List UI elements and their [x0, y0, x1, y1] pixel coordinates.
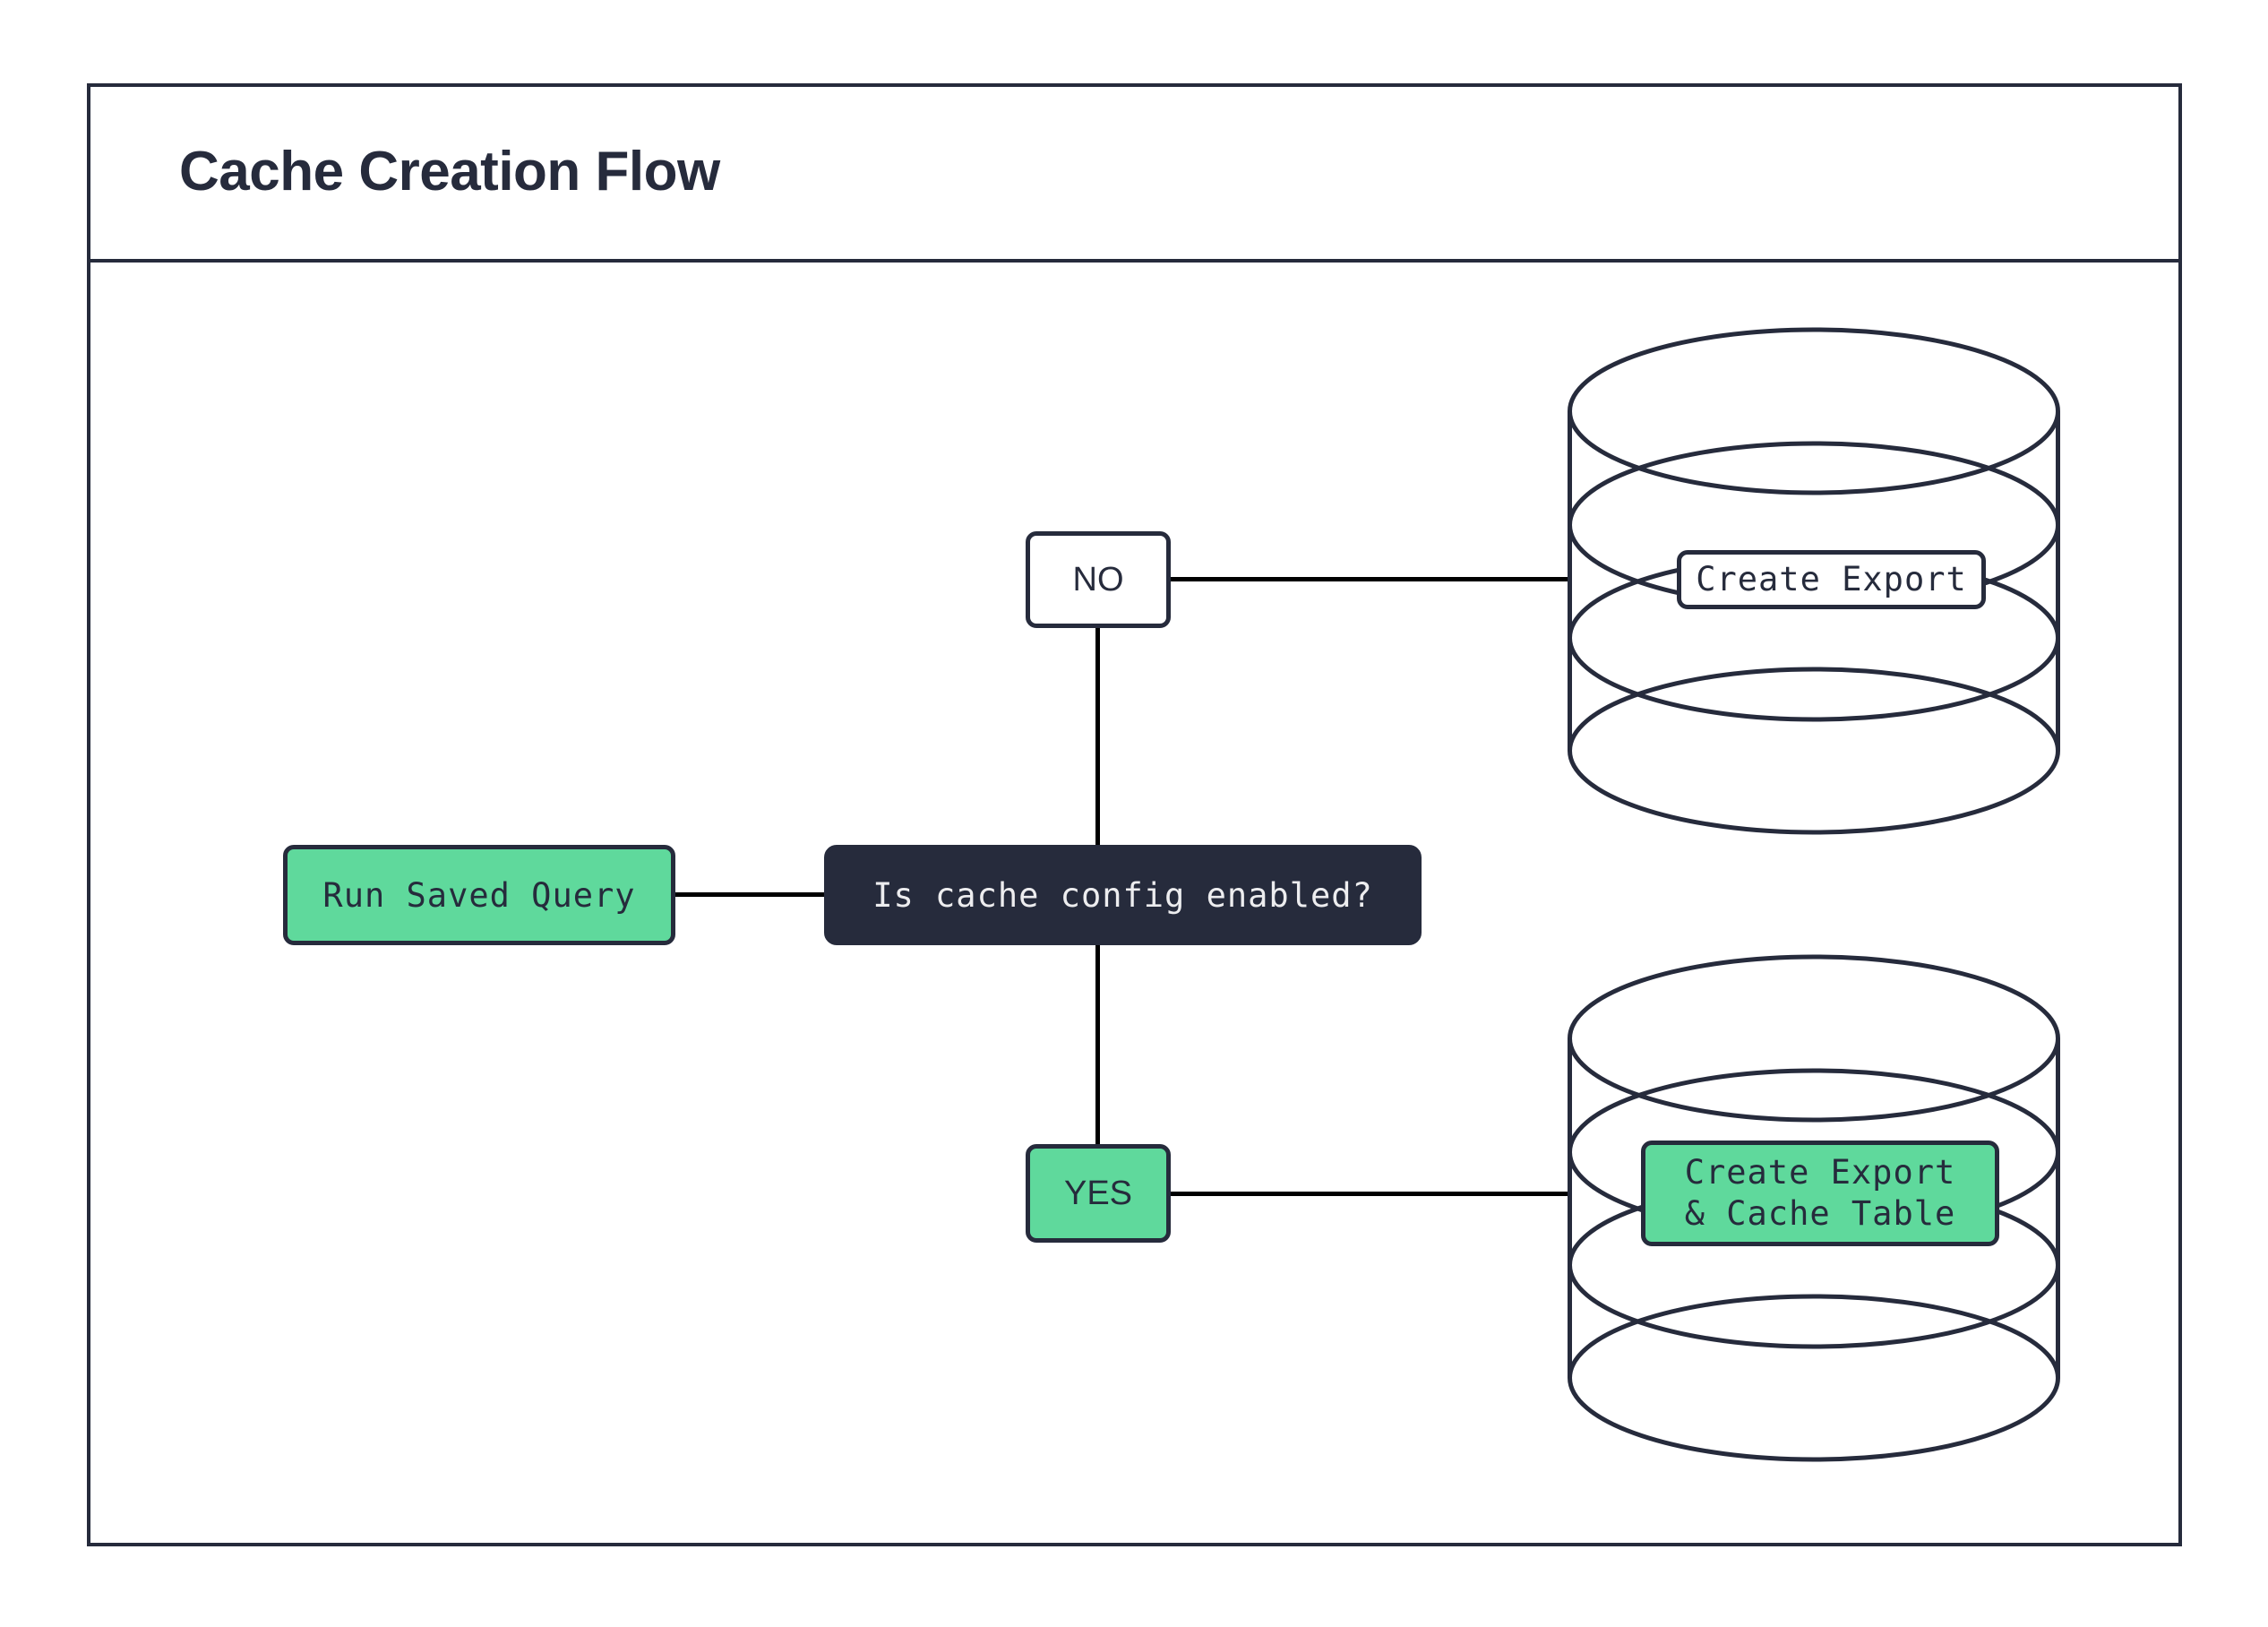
node-is-cache-config-enabled[interactable]: Is cache config enabled?	[824, 845, 1422, 945]
db-label-create-export-and-cache-table: Create Export & Cache Table	[1641, 1141, 1999, 1246]
node-run-saved-query[interactable]: Run Saved Query	[283, 845, 675, 945]
db-label-create-export: Create Export	[1677, 550, 1986, 609]
edge-yes-to-db-export-cache	[1169, 1192, 1570, 1196]
edge-decision-to-yes	[1095, 943, 1100, 1148]
page-title: Cache Creation Flow	[179, 140, 720, 202]
branch-label-yes[interactable]: YES	[1026, 1144, 1171, 1243]
edge-start-to-decision	[675, 892, 826, 897]
edge-decision-to-no	[1095, 625, 1100, 848]
branch-label-no[interactable]: NO	[1026, 531, 1171, 628]
edge-no-to-db-export	[1169, 577, 1570, 581]
diagram-header: Cache Creation Flow	[87, 83, 2182, 263]
diagram-frame	[87, 83, 2182, 1546]
